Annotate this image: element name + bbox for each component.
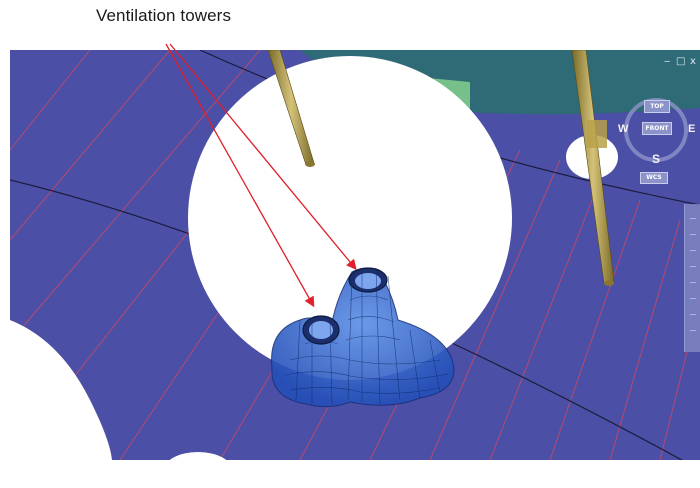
viewcube-top-button[interactable]: TOP — [644, 100, 670, 113]
cutout-left — [10, 320, 112, 460]
close-icon[interactable]: x — [690, 56, 696, 67]
navigation-bar[interactable] — [684, 204, 700, 352]
compass-south[interactable]: S — [652, 152, 661, 166]
annotation-arrows — [165, 43, 357, 308]
nav-tick — [690, 314, 696, 315]
compass-east[interactable]: E — [688, 123, 696, 135]
nav-tick — [690, 282, 696, 283]
pipe-left — [267, 50, 315, 167]
compass-west[interactable]: W — [618, 123, 629, 135]
viewcube[interactable]: TOP FRONT W E S WCS — [618, 96, 698, 186]
nav-tick — [690, 234, 696, 235]
viewcube-front-button[interactable]: FRONT — [642, 122, 672, 135]
minimize-icon[interactable]: ‒ — [664, 56, 671, 67]
ventilation-towers — [271, 267, 455, 408]
restore-icon[interactable]: □ — [676, 56, 686, 67]
pipe-right — [571, 50, 615, 286]
nav-tick — [690, 266, 696, 267]
cutout-bottom — [169, 452, 227, 460]
nav-tick — [690, 330, 696, 331]
annotation-label: Ventilation towers — [96, 6, 232, 25]
nav-tick — [690, 298, 696, 299]
nav-tick — [690, 218, 696, 219]
cutout-main — [188, 56, 512, 380]
wcs-button[interactable]: WCS — [640, 172, 668, 184]
nav-tick — [690, 250, 696, 251]
